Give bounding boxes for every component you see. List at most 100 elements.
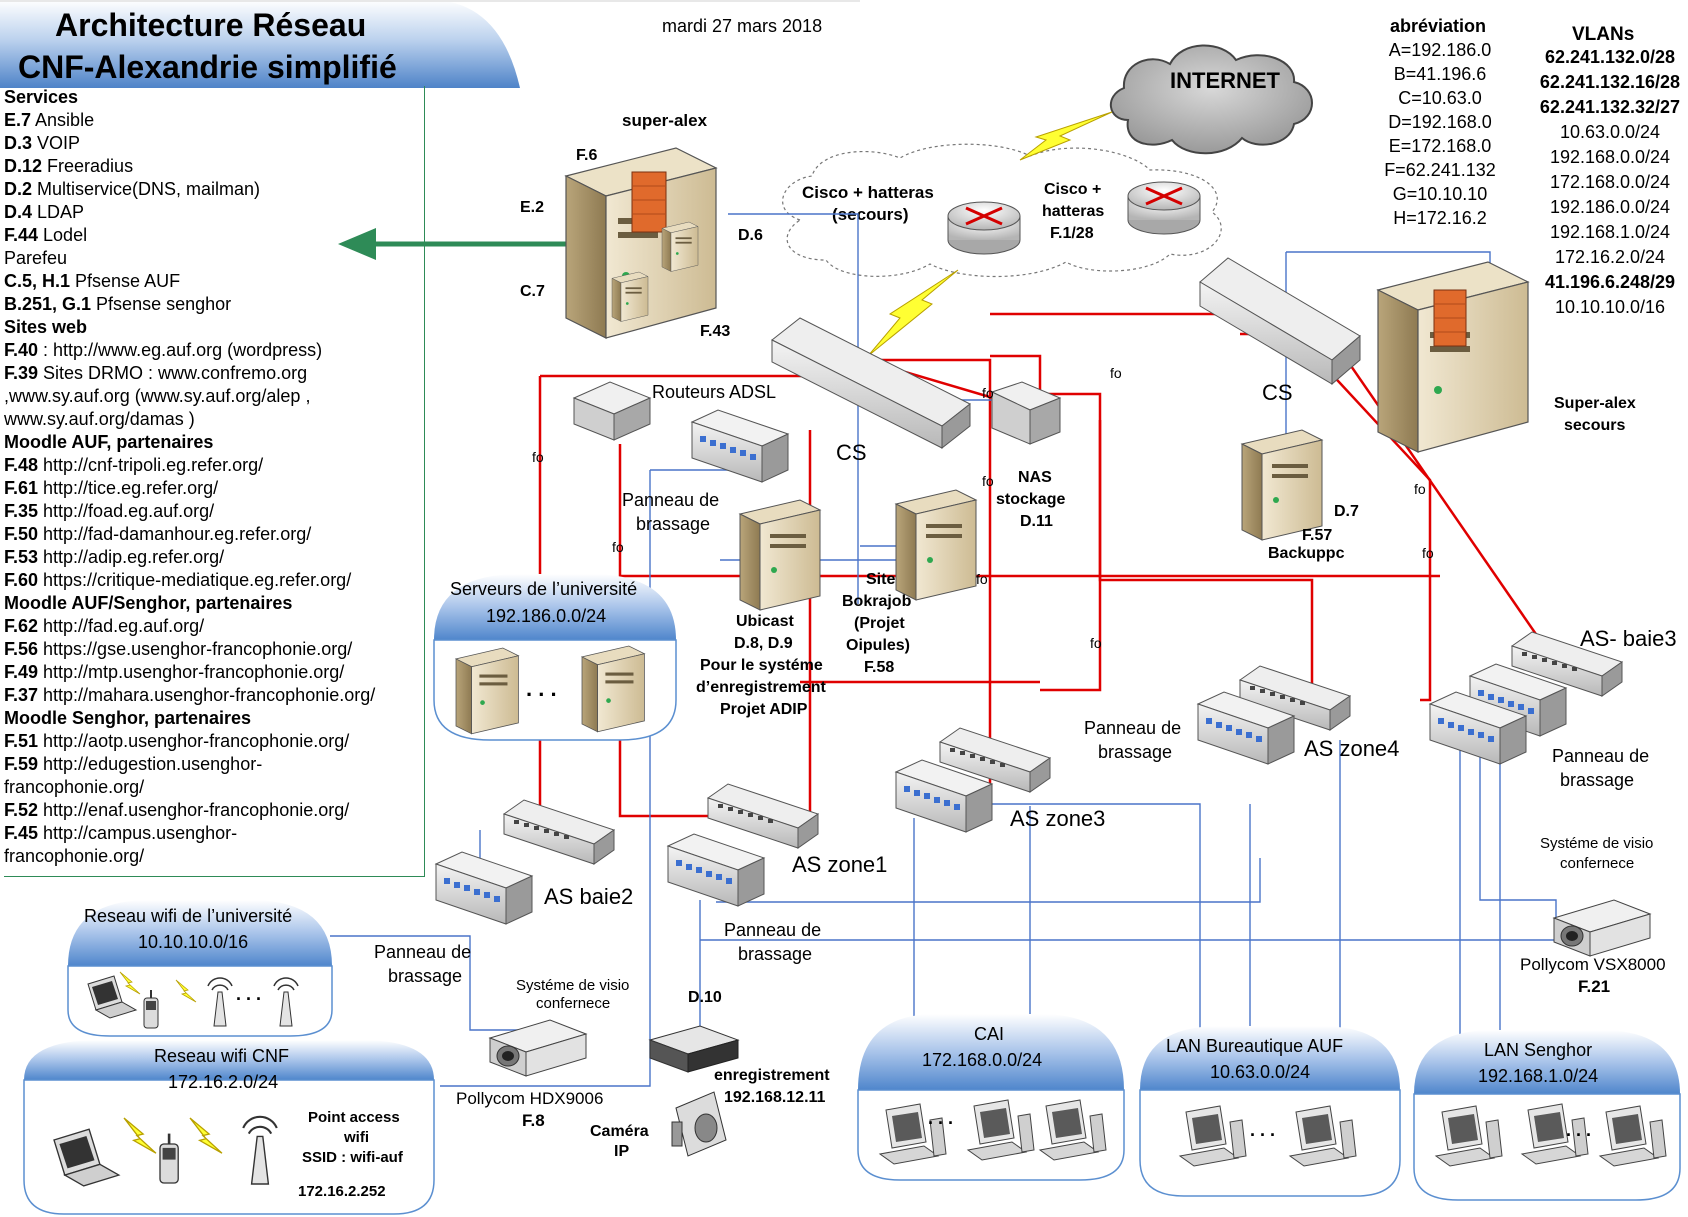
- services-entry-key: F.40: [4, 340, 39, 360]
- pollycom-vsx-line-1: Pollycom VSX8000: [1520, 955, 1666, 974]
- services-entry-text: : http://www.eg.auf.org (wordpress): [38, 340, 323, 360]
- vlan-list: 62.241.132.0/2862.241.132.16/2862.241.13…: [1540, 47, 1680, 317]
- services-entry-text: http://aotp.usenghor-francophonie.org/: [38, 731, 350, 751]
- services-entry-text: LDAP: [32, 202, 85, 222]
- as-baie2-switch-icon: [503, 799, 615, 865]
- services-entry-key: F.52: [4, 800, 39, 820]
- services-entry-text: https://gse.usenghor-francophonie.org/: [38, 639, 353, 659]
- services-entry-text: francophonie.org/: [4, 777, 145, 797]
- lan-senghor-dots: . . .: [1566, 1120, 1591, 1140]
- bokrajob-server-icon: [895, 489, 977, 601]
- adsl-router-icon: [572, 381, 652, 441]
- patch-baie3-line-1: Panneau de: [1552, 746, 1649, 766]
- services-entry-text: Pfsense senghor: [91, 294, 232, 314]
- svg-text:fo: fo: [1422, 545, 1434, 561]
- lan-senghor-subnet: 192.168.1.0/24: [1478, 1066, 1598, 1086]
- ubicast-line-2: D.8, D.9: [734, 635, 793, 652]
- services-entry-text: http://edugestion.usenghor-: [38, 754, 263, 774]
- nas-line-3: D.11: [1020, 513, 1053, 530]
- services-entry-key: F.61: [4, 478, 39, 498]
- lightning-bolt-internet: [1019, 111, 1113, 161]
- services-entry-text: http://tice.eg.refer.org/: [38, 478, 219, 498]
- d10-label: D.10: [688, 989, 722, 1006]
- services-entry-text: Sites DRMO : www.confremo.org: [38, 363, 308, 383]
- visio-left-line-2: confernece: [536, 995, 610, 1012]
- ubicast-server-icon: [739, 499, 821, 611]
- vlan-item: 192.186.0.0/24: [1550, 197, 1670, 217]
- services-entry-key: F.39: [4, 363, 39, 383]
- services-entry: F.60 https://critique-mediatique.eg.refe…: [4, 569, 424, 592]
- backuppc-line-1: F.57: [1302, 527, 1332, 544]
- vm-icon-1: [661, 221, 699, 272]
- patch-baie2-line-2: brassage: [388, 966, 462, 986]
- abbrev-item: B=41.196.6: [1394, 64, 1487, 84]
- services-entry: F.62 http://fad.eg.auf.org/: [4, 615, 424, 638]
- svg-text:fo: fo: [1090, 635, 1102, 651]
- as-zone1-switch-icon: [707, 783, 819, 849]
- svg-text:fo: fo: [1414, 481, 1426, 497]
- services-entry-text: http://adip.eg.refer.org/: [38, 547, 225, 567]
- services-entry-key: F.56: [4, 639, 39, 659]
- bokrajob-line-2: Bokrajob: [842, 593, 912, 610]
- d6-label: D.6: [738, 227, 763, 244]
- cisco-secours-line-1: Cisco + hatteras: [802, 183, 934, 202]
- cs-switch-left-icon: [771, 317, 971, 450]
- f6-label: F.6: [576, 147, 597, 164]
- services-entry: F.40 : http://www.eg.auf.org (wordpress): [4, 339, 424, 362]
- visio-left-line-1: Systéme de visio: [516, 977, 629, 994]
- services-entry-key: F.48: [4, 455, 39, 475]
- routeurs-adsl-label: Routeurs ADSL: [652, 382, 776, 402]
- services-entry-text: http://fad-damanhour.eg.refer.org/: [38, 524, 312, 544]
- abbrev-item: G=10.10.10: [1393, 184, 1488, 204]
- cisco-main-line-3: F.1/28: [1050, 225, 1094, 242]
- vlan-item: 62.241.132.32/27: [1540, 97, 1680, 117]
- services-entry-text: Freeradius: [42, 156, 134, 176]
- pollycom-hdx-line-1: Pollycom HDX9006: [456, 1089, 603, 1108]
- services-entry: Parefeu: [4, 247, 424, 270]
- services-entry: F.45 http://campus.usenghor-: [4, 822, 424, 845]
- patch-zone1-line-2: brassage: [738, 944, 812, 964]
- firewall-secours-icon: [1433, 289, 1467, 347]
- services-entry-key: F.60: [4, 570, 39, 590]
- services-entry-key: F.37: [4, 685, 39, 705]
- services-entry-key: F.62: [4, 616, 39, 636]
- title-banner: [0, 0, 860, 88]
- services-entry-key: F.53: [4, 547, 39, 567]
- as-zone1-label: AS zone1: [792, 852, 887, 877]
- camera-icon: [671, 1091, 727, 1157]
- services-section-heading: Sites web: [4, 317, 88, 337]
- router-secours-icon: [946, 200, 1022, 256]
- visio-right-line-2: confernece: [1560, 855, 1634, 872]
- services-entry: www.sy.auf.org/damas ): [4, 408, 424, 431]
- services-entry: C.5, H.1 Pfsense AUF: [4, 270, 424, 293]
- services-entry-text: Ansible: [31, 110, 95, 130]
- cai-title: CAI: [974, 1024, 1004, 1044]
- abbrev-item: D=192.168.0: [1388, 112, 1492, 132]
- vlan-item: 192.168.0.0/24: [1550, 147, 1670, 167]
- services-entry-text: http://mahara.usenghor-francophonie.org/: [38, 685, 376, 705]
- c7-label: C.7: [520, 283, 545, 300]
- pollycom-hdx-line-2: F.8: [522, 1111, 545, 1130]
- projector-hdx-icon: [489, 1019, 587, 1077]
- ubicast-line-4: d’enregistrement: [696, 679, 826, 696]
- lan-auf-subnet: 10.63.0.0/24: [1210, 1062, 1310, 1082]
- abbrev-item: E=172.168.0: [1389, 136, 1492, 156]
- super-alex-label: super-alex: [622, 111, 708, 130]
- vm-icon-2: [611, 271, 649, 322]
- wifi-univ-dots: . . .: [236, 984, 261, 1004]
- router-main-icon: [1126, 180, 1202, 236]
- services-entry: F.52 http://enaf.usenghor-francophonie.o…: [4, 799, 424, 822]
- services-entry-key: F.44: [4, 225, 39, 245]
- services-entry-key: F.49: [4, 662, 39, 682]
- services-entry-text: www.sy.auf.org/damas ): [4, 409, 195, 429]
- patch-top-line-2: brassage: [636, 514, 710, 534]
- patch-zone4-line-2: brassage: [1098, 742, 1172, 762]
- bokrajob-line-1: Site: [866, 571, 895, 588]
- as-zone3-label: AS zone3: [1010, 806, 1105, 831]
- enregistrement-line-2: 192.168.12.11: [724, 1089, 826, 1106]
- services-entry: F.35 http://foad.eg.auf.org/: [4, 500, 424, 523]
- vlan-item: 62.241.132.0/28: [1545, 47, 1675, 67]
- abbrev-item: H=172.16.2: [1393, 208, 1487, 228]
- backuppc-server-icon: [1241, 429, 1323, 541]
- svg-text:fo: fo: [1110, 365, 1122, 381]
